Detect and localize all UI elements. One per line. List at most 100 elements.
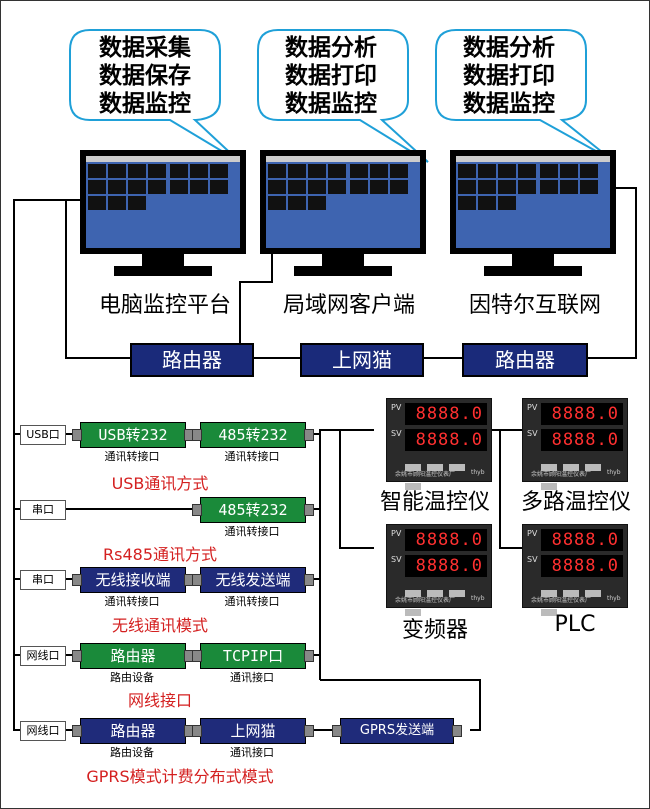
- wireless-receiver-sub: 通讯转接口: [104, 595, 160, 608]
- ethernet-port-label-1: 网线口: [20, 646, 66, 666]
- bubble-1-line-3: 数据监控: [99, 91, 191, 117]
- connector-plug: [192, 650, 202, 662]
- connector-plug: [304, 504, 314, 516]
- modem-box: 上网猫: [300, 343, 424, 377]
- button-row: [541, 582, 627, 616]
- connector-plug: [304, 574, 314, 586]
- connector-plug: [72, 429, 82, 441]
- 485-to-232-box-2: 485转232: [200, 497, 306, 523]
- sv-display: 8888.0: [541, 429, 623, 451]
- router-device-sub-1: 路由设备: [110, 671, 154, 684]
- connector-plug: [332, 725, 342, 737]
- maker-label: 余姚市顾阳温控仪表厂: [395, 597, 456, 604]
- device-label-inverter: 变频器: [401, 618, 468, 643]
- monitor-label-3: 因特尔互联网: [468, 293, 601, 318]
- temp-controller-4: PV 8888.0 SV 8888.0 余姚市顾阳温控仪表厂 thyb: [522, 524, 628, 616]
- usb-mode-title: USB通讯方式: [111, 474, 209, 493]
- connector-plug: [452, 725, 462, 737]
- sv-display: 8888.0: [405, 555, 487, 577]
- router-device-box-1: 路由器: [80, 643, 186, 669]
- pv-label: PV: [391, 529, 402, 538]
- temp-controller-3: PV 8888.0 SV 8888.0 余姚市顾阳温控仪表厂 thyb: [386, 524, 492, 616]
- wireless-sender-box: 无线发送端: [200, 567, 306, 593]
- router-device-box-2: 路由器: [80, 718, 186, 744]
- modem-device-sub: 通讯接口: [230, 746, 274, 759]
- sv-label: SV: [527, 555, 538, 564]
- device-label-multi-temp: 多路温控仪: [520, 490, 631, 515]
- serial-port-label-2: 串口: [20, 570, 66, 590]
- rs485-mode-title: Rs485通讯方式: [103, 545, 217, 564]
- monitor-label-2: 局域网客户端: [282, 293, 415, 318]
- serial-port-label-1: 串口: [20, 500, 66, 520]
- bubble-1: 数据采集 数据保存 数据监控: [80, 34, 210, 118]
- router-box-2: 路由器: [462, 343, 588, 377]
- connector-plug: [192, 725, 202, 737]
- device-label-smart-temp: 智能温控仪: [379, 490, 490, 515]
- bubble-2: 数据分析 数据打印 数据监控: [266, 34, 396, 118]
- usb-port-label: USB口: [20, 425, 66, 445]
- wireless-sender-sub: 通讯转接口: [224, 595, 280, 608]
- connector-plug: [192, 429, 202, 441]
- sv-label: SV: [391, 555, 402, 564]
- connector-plug: [72, 574, 82, 586]
- bubble-3-line-2: 数据打印: [463, 63, 555, 89]
- 485-to-232-box-1: 485转232: [200, 422, 306, 448]
- 485-to-232-sub-2: 通讯转接口: [224, 525, 280, 538]
- router-device-sub-2: 路由设备: [110, 746, 154, 759]
- pv-display: 8888.0: [541, 403, 623, 425]
- sv-label: SV: [391, 429, 402, 438]
- connector-plug: [304, 650, 314, 662]
- brand-label: thyb: [607, 595, 621, 602]
- tcpip-box: TCPIP口: [200, 643, 306, 669]
- network-mode-title: 网线接口: [127, 691, 192, 710]
- usb-to-232-sub: 通讯转接口: [104, 450, 160, 463]
- button-row: [405, 456, 491, 490]
- router-box-1: 路由器: [130, 343, 254, 377]
- bubble-2-line-2: 数据打印: [285, 63, 377, 89]
- pv-label: PV: [527, 403, 538, 412]
- maker-label: 余姚市顾阳温控仪表厂: [531, 597, 592, 604]
- connector-plug: [72, 650, 82, 662]
- connector-plug: [304, 725, 314, 737]
- device-label-plc: PLC: [554, 612, 596, 637]
- usb-to-232-box: USB转232: [80, 422, 186, 448]
- connector-plug: [192, 574, 202, 586]
- pv-label: PV: [527, 529, 538, 538]
- temp-controller-2: PV 8888.0 SV 8888.0 余姚市顾阳温控仪表厂 thyb: [522, 398, 628, 490]
- pv-display: 8888.0: [405, 529, 487, 551]
- connector-plug: [304, 429, 314, 441]
- tcpip-sub: 通讯接口: [230, 671, 274, 684]
- sv-display: 8888.0: [405, 429, 487, 451]
- pv-display: 8888.0: [405, 403, 487, 425]
- pv-label: PV: [391, 403, 402, 412]
- bubble-3: 数据分析 数据打印 数据监控: [444, 34, 574, 118]
- bubble-1-line-2: 数据保存: [99, 63, 191, 89]
- wireless-receiver-box: 无线接收端: [80, 567, 186, 593]
- brand-label: thyb: [607, 469, 621, 476]
- ethernet-port-label-2: 网线口: [20, 721, 66, 741]
- sv-label: SV: [527, 429, 538, 438]
- bubble-3-line-1: 数据分析: [463, 35, 555, 61]
- temp-controller-1: PV 8888.0 SV 8888.0 余姚市顾阳温控仪表厂 thyb: [386, 398, 492, 490]
- button-row: [541, 456, 627, 490]
- maker-label: 余姚市顾阳温控仪表厂: [395, 471, 456, 478]
- button-row: [405, 582, 491, 616]
- bubble-2-line-3: 数据监控: [285, 91, 377, 117]
- pv-display: 8888.0: [541, 529, 623, 551]
- brand-label: thyb: [471, 595, 485, 602]
- monitor-label-1: 电脑监控平台: [98, 293, 231, 318]
- bubble-2-line-1: 数据分析: [285, 35, 377, 61]
- monitor-graphics: [80, 150, 616, 276]
- bubble-3-line-3: 数据监控: [463, 91, 555, 117]
- 485-to-232-sub-1: 通讯转接口: [224, 450, 280, 463]
- wireless-mode-title: 无线通讯模式: [111, 616, 208, 635]
- connector-plug: [192, 504, 202, 516]
- sv-display: 8888.0: [541, 555, 623, 577]
- brand-label: thyb: [471, 469, 485, 476]
- maker-label: 余姚市顾阳温控仪表厂: [531, 471, 592, 478]
- bubble-1-line-1: 数据采集: [99, 35, 191, 61]
- gprs-sender-box: GPRS发送端: [340, 718, 454, 744]
- connector-plug: [72, 725, 82, 737]
- gprs-mode-title: GPRS模式计费分布式模式: [86, 767, 274, 786]
- modem-device-box: 上网猫: [200, 718, 306, 744]
